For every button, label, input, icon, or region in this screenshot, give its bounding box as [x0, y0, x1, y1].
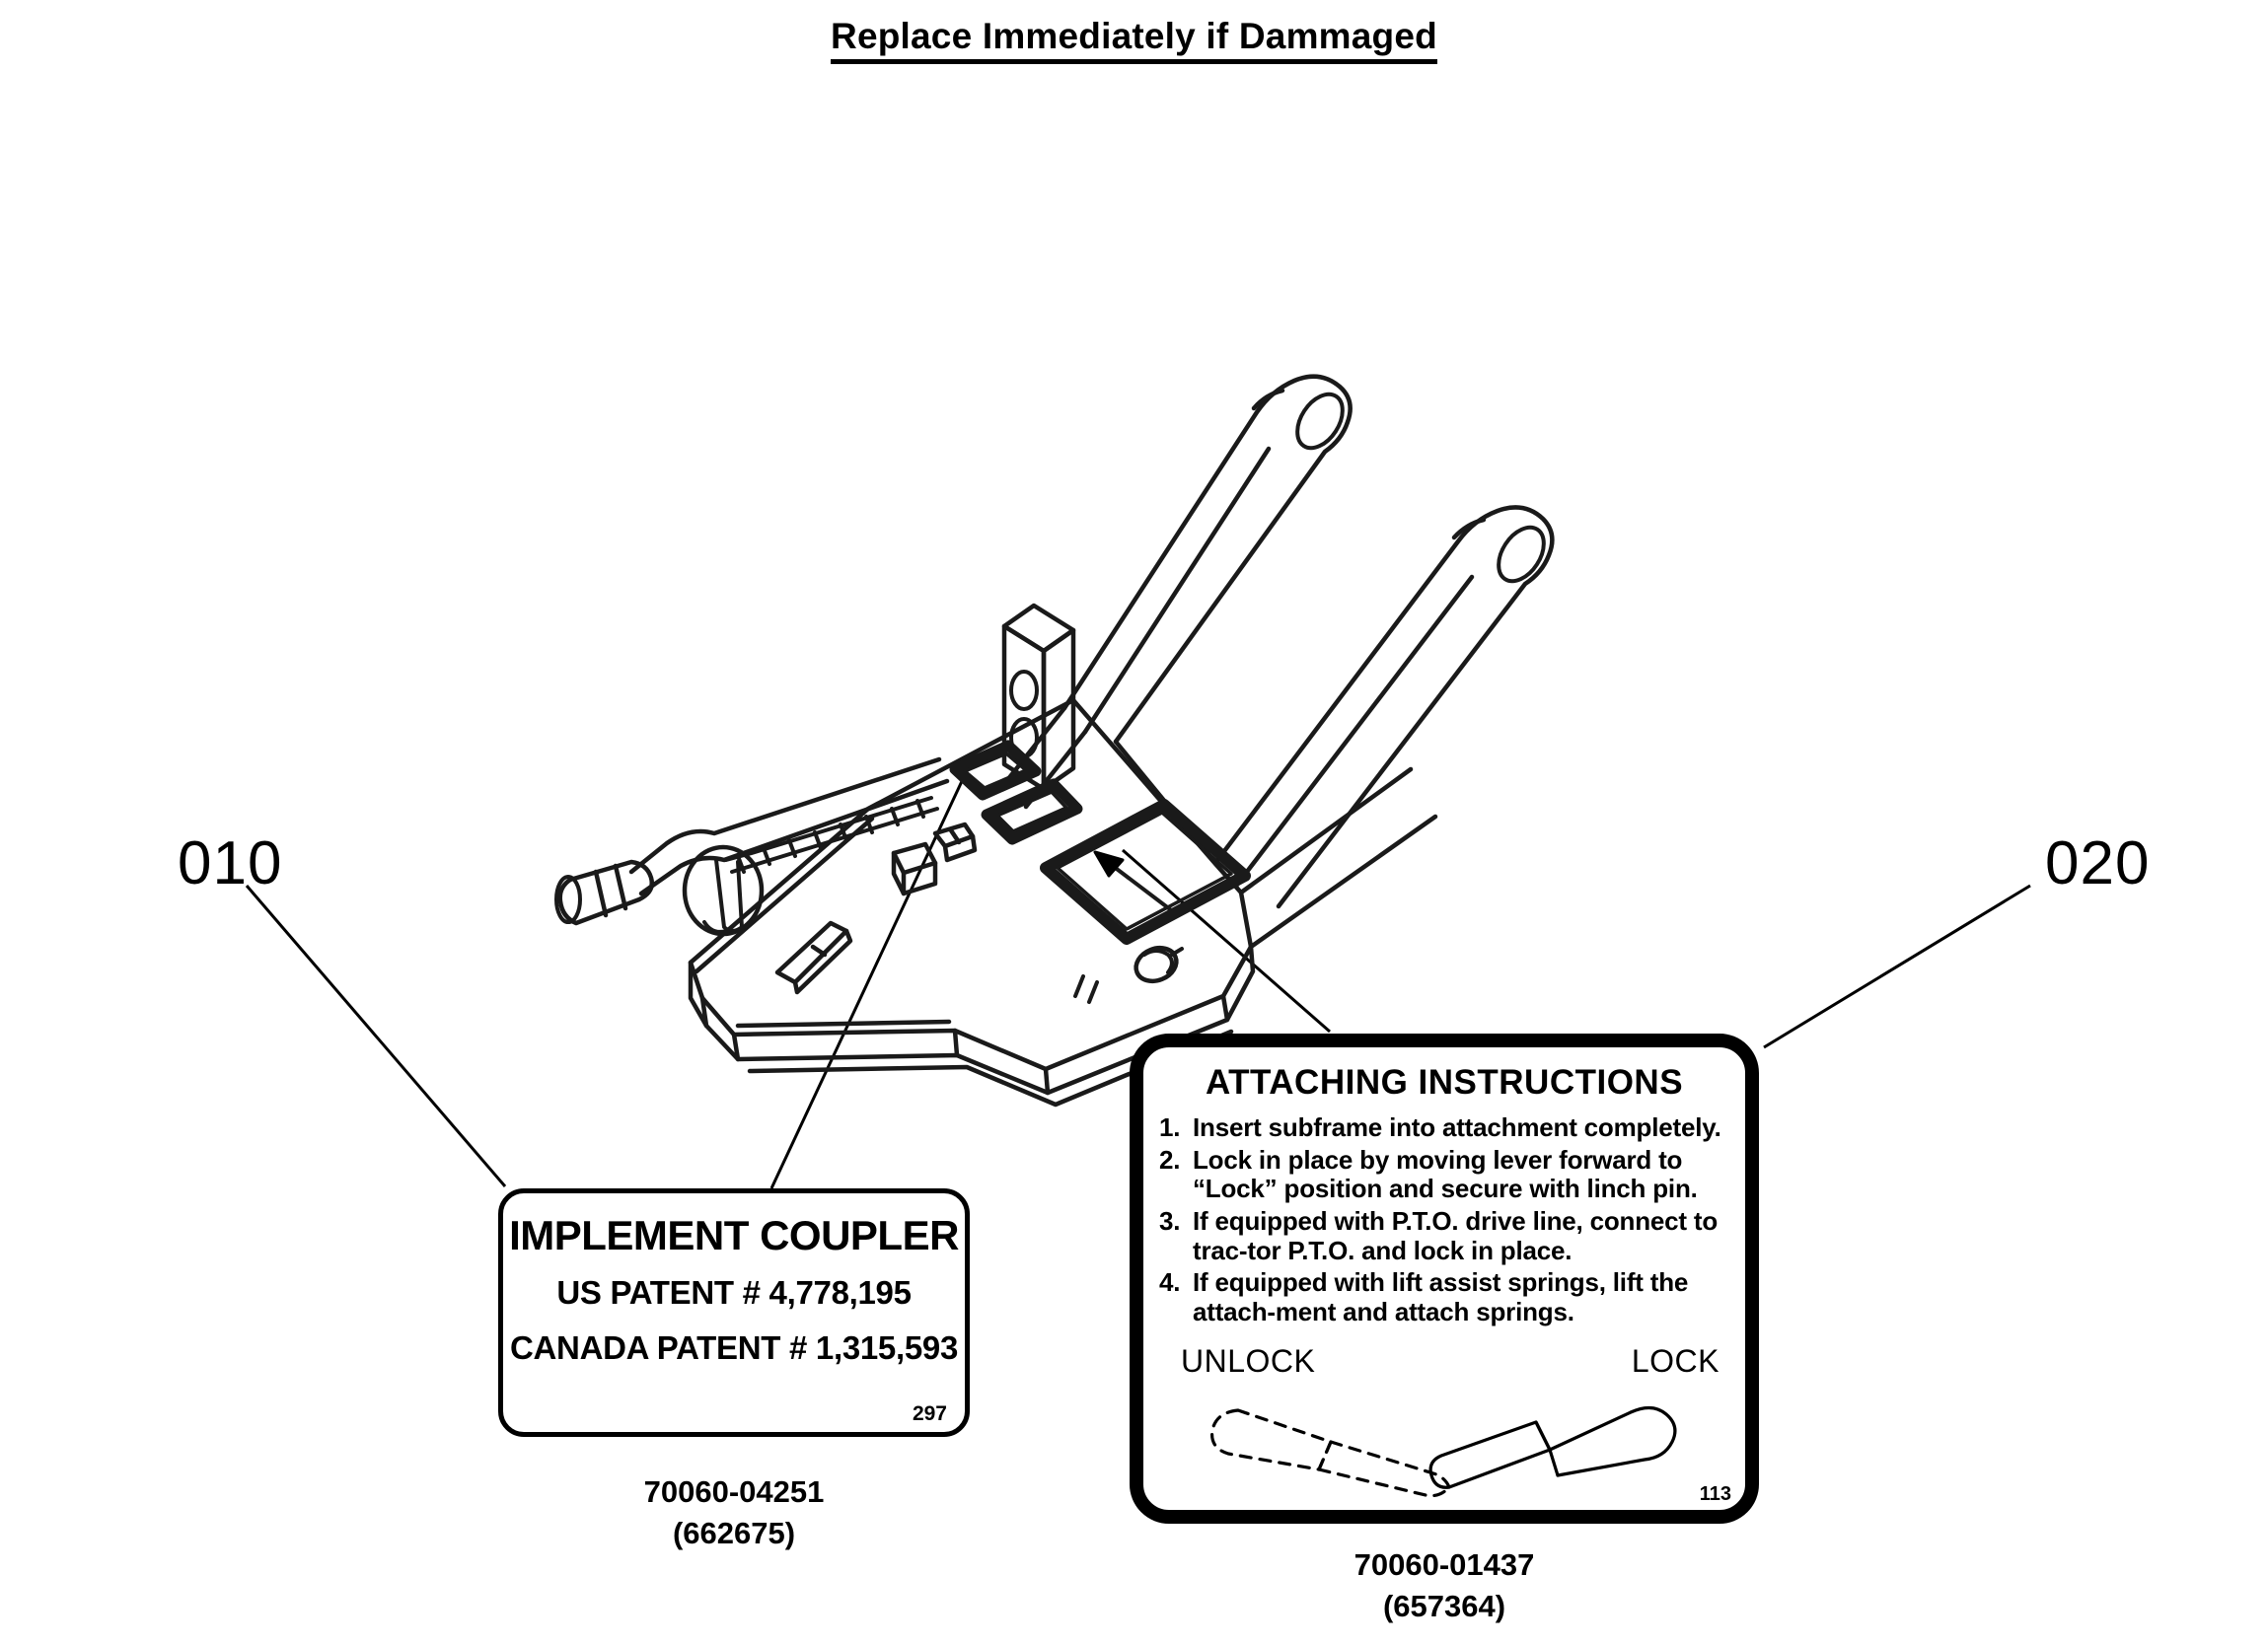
- release-lever: [554, 756, 950, 926]
- attaching-instructions-decal: ATTACHING INSTRUCTIONS 1. Insert subfram…: [1130, 1034, 1759, 1524]
- bracket-tab: [891, 841, 938, 896]
- callout-number-010: 010: [178, 829, 283, 897]
- body-marks: [1073, 974, 1099, 1004]
- attaching-steps-list: 1. Insert subframe into attachment compl…: [1159, 1112, 1729, 1326]
- decal-canada-patent-line: CANADA PATENT # 1,315,593: [509, 1329, 959, 1366]
- step-number: 1.: [1159, 1112, 1181, 1142]
- leader-line-decal-020-to-part: [1122, 848, 1331, 1034]
- part-number-010: 70060-04251: [643, 1474, 825, 1509]
- step-text: Insert subframe into attachment complete…: [1193, 1112, 1721, 1142]
- coupler-body-side-wall: [1238, 766, 1438, 950]
- linch-pin: [682, 844, 765, 937]
- unlock-label: UNLOCK: [1181, 1343, 1316, 1379]
- part-number-block-010: 70060-04251 (662675): [498, 1471, 970, 1554]
- wedge-part: [774, 920, 853, 995]
- step-text: If equipped with lift assist springs, li…: [1193, 1267, 1689, 1326]
- leader-line-010: [245, 885, 507, 1187]
- attaching-step-2: 2. Lock in place by moving lever forward…: [1159, 1144, 1729, 1204]
- callout-number-020: 020: [2045, 829, 2151, 897]
- small-decal-patch-1: [949, 740, 1042, 801]
- left-lift-arm: [1061, 374, 1353, 745]
- decal-code: 113: [1699, 1483, 1731, 1505]
- leader-line-decal-010-to-part: [769, 778, 965, 1189]
- small-decal-patch-2-inner: [995, 790, 1068, 833]
- decal-us-patent-line: US PATENT # 4,778,195: [556, 1274, 912, 1311]
- decal-title: IMPLEMENT COUPLER: [509, 1212, 959, 1258]
- step-text: Lock in place by moving lever forward to…: [1193, 1144, 1698, 1204]
- step-number: 3.: [1159, 1205, 1181, 1236]
- small-decal-patch-1-inner: [963, 751, 1028, 790]
- lock-position-labels: UNLOCK LOCK: [1143, 1343, 1745, 1380]
- right-lift-arm: [1212, 505, 1555, 909]
- alt-part-number-020: (657364): [1382, 1588, 1506, 1623]
- implement-coupler-decal: IMPLEMENT COUPLER US PATENT # 4,778,195 …: [498, 1188, 970, 1437]
- step-number: 4.: [1159, 1267, 1181, 1298]
- coupler-body-front-edge: [688, 944, 1256, 1096]
- decal-code: 297: [912, 1402, 947, 1425]
- lever-lock-solid: [1428, 1405, 1677, 1489]
- small-decal-patch-2: [981, 778, 1083, 845]
- retaining-chain: [724, 796, 939, 874]
- leader-line-020: [1763, 884, 2031, 1049]
- coupler-body-top-plate: [688, 697, 1254, 1072]
- attaching-step-3: 3. If equipped with P.T.O. drive line, c…: [1159, 1205, 1729, 1265]
- hose-fitting: [1134, 945, 1184, 984]
- step-text: If equipped with P.T.O. drive line, conn…: [1193, 1205, 1719, 1265]
- lever-unlock-dashed: [1209, 1408, 1451, 1498]
- large-decal-outline-inner: [1056, 811, 1233, 931]
- small-pin-part: [932, 822, 978, 863]
- decal-title: ATTACHING INSTRUCTIONS: [1205, 1063, 1684, 1102]
- page-title-text: Replace Immediately if Dammaged: [831, 18, 1437, 64]
- part-number-block-020: 70060-01437 (657364): [1130, 1544, 1759, 1627]
- large-decal-outline: [1040, 799, 1251, 945]
- attaching-step-4: 4. If equipped with lift assist springs,…: [1159, 1267, 1729, 1326]
- step-number: 2.: [1159, 1144, 1181, 1175]
- lever-position-diagram: [1209, 1405, 1677, 1498]
- placement-arrow: [1093, 850, 1172, 911]
- alt-part-number-010: (662675): [672, 1515, 796, 1550]
- part-number-020: 70060-01437: [1353, 1547, 1535, 1582]
- page-title: Replace Immediately if Dammaged: [0, 18, 2268, 64]
- lock-label: LOCK: [1631, 1343, 1719, 1379]
- attaching-step-1: 1. Insert subframe into attachment compl…: [1159, 1112, 1729, 1143]
